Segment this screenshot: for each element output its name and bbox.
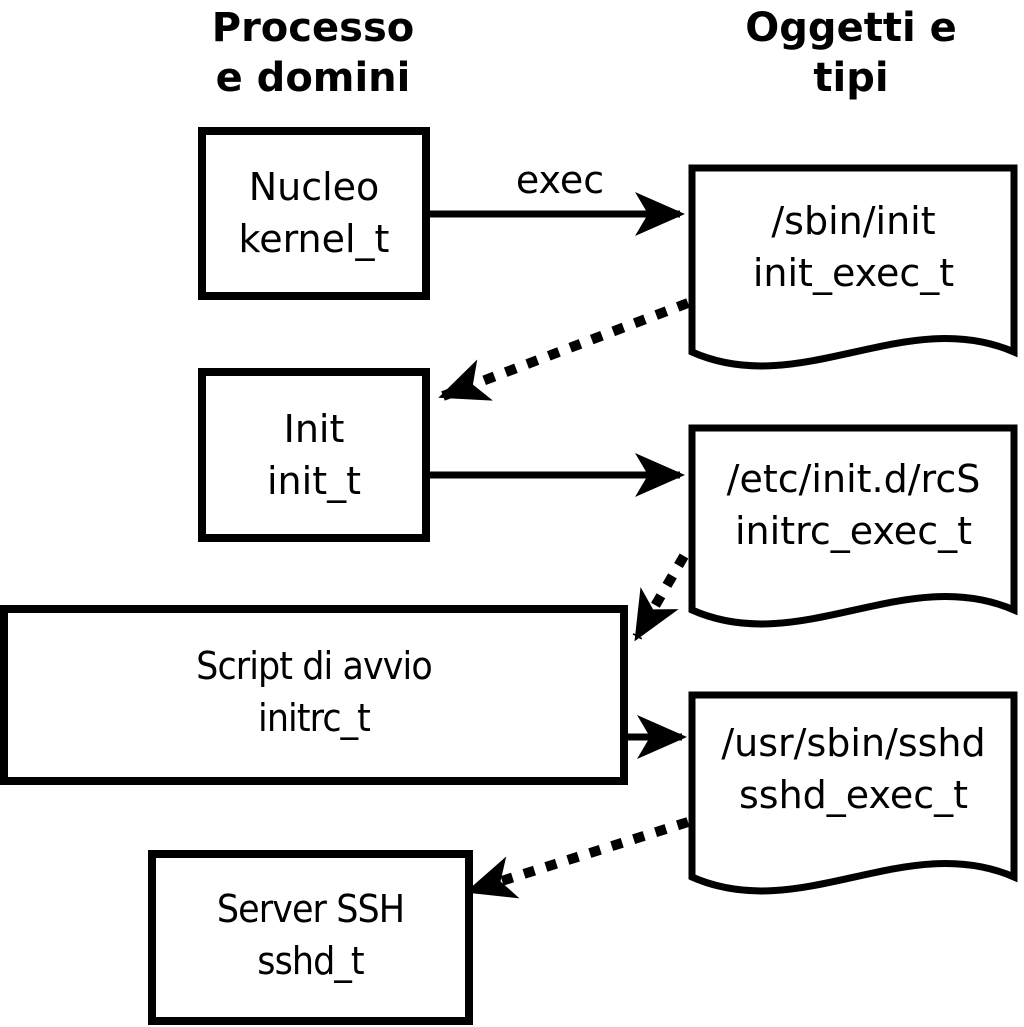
process-domain: kernel_t <box>238 217 390 261</box>
column-header-objects: Oggetti e tipi <box>700 3 1002 103</box>
object-path: /sbin/init <box>771 199 936 243</box>
transition-arrow-to-init <box>438 298 690 401</box>
process-label-kernel: Nucleo kernel_t <box>198 161 430 265</box>
process-label-init: Init init_t <box>198 403 430 507</box>
object-label-initrc-exec: /etc/init.d/rcS initrc_exec_t <box>690 453 1017 557</box>
column-header-processes: Processo e domini <box>150 3 476 103</box>
process-name: Server SSH <box>216 887 405 931</box>
process-domain: initrc_t <box>258 696 371 740</box>
process-domain: sshd_t <box>257 939 364 983</box>
object-type: sshd_exec_t <box>738 773 968 817</box>
process-name: Script di avvio <box>196 644 433 688</box>
object-label-init-exec: /sbin/init init_exec_t <box>690 195 1017 299</box>
process-box-kernel <box>198 127 430 300</box>
process-label-sshd: Server SSH sshd_t <box>148 883 473 987</box>
transition-arrow-to-sshd <box>465 817 690 899</box>
object-doc-initrc-exec <box>688 424 1018 628</box>
process-name: Init <box>283 407 345 451</box>
object-path: /usr/sbin/sshd <box>721 721 986 765</box>
process-name: Nucleo <box>248 165 380 209</box>
transition-arrow-to-initrc <box>632 553 689 642</box>
object-doc-sshd-exec <box>688 691 1018 895</box>
process-domain: init_t <box>267 459 361 503</box>
process-box-init <box>198 368 430 542</box>
process-label-initrc: Script di avvio initrc_t <box>0 640 628 744</box>
object-label-sshd-exec: /usr/sbin/sshd sshd_exec_t <box>690 717 1017 821</box>
column-header-processes-line1: Processo <box>211 5 415 51</box>
column-header-objects-line1: Oggetti e <box>745 5 957 51</box>
column-header-objects-line2: tipi <box>813 55 889 101</box>
object-path: /etc/init.d/rcS <box>726 457 981 501</box>
object-type: init_exec_t <box>752 251 955 295</box>
exec-arrow-label: exec <box>515 158 605 202</box>
object-type: initrc_exec_t <box>735 509 972 553</box>
column-header-processes-line2: e domini <box>215 55 411 101</box>
process-box-sshd <box>148 850 473 1025</box>
process-box-initrc <box>0 605 628 785</box>
object-doc-init-exec <box>688 164 1018 370</box>
